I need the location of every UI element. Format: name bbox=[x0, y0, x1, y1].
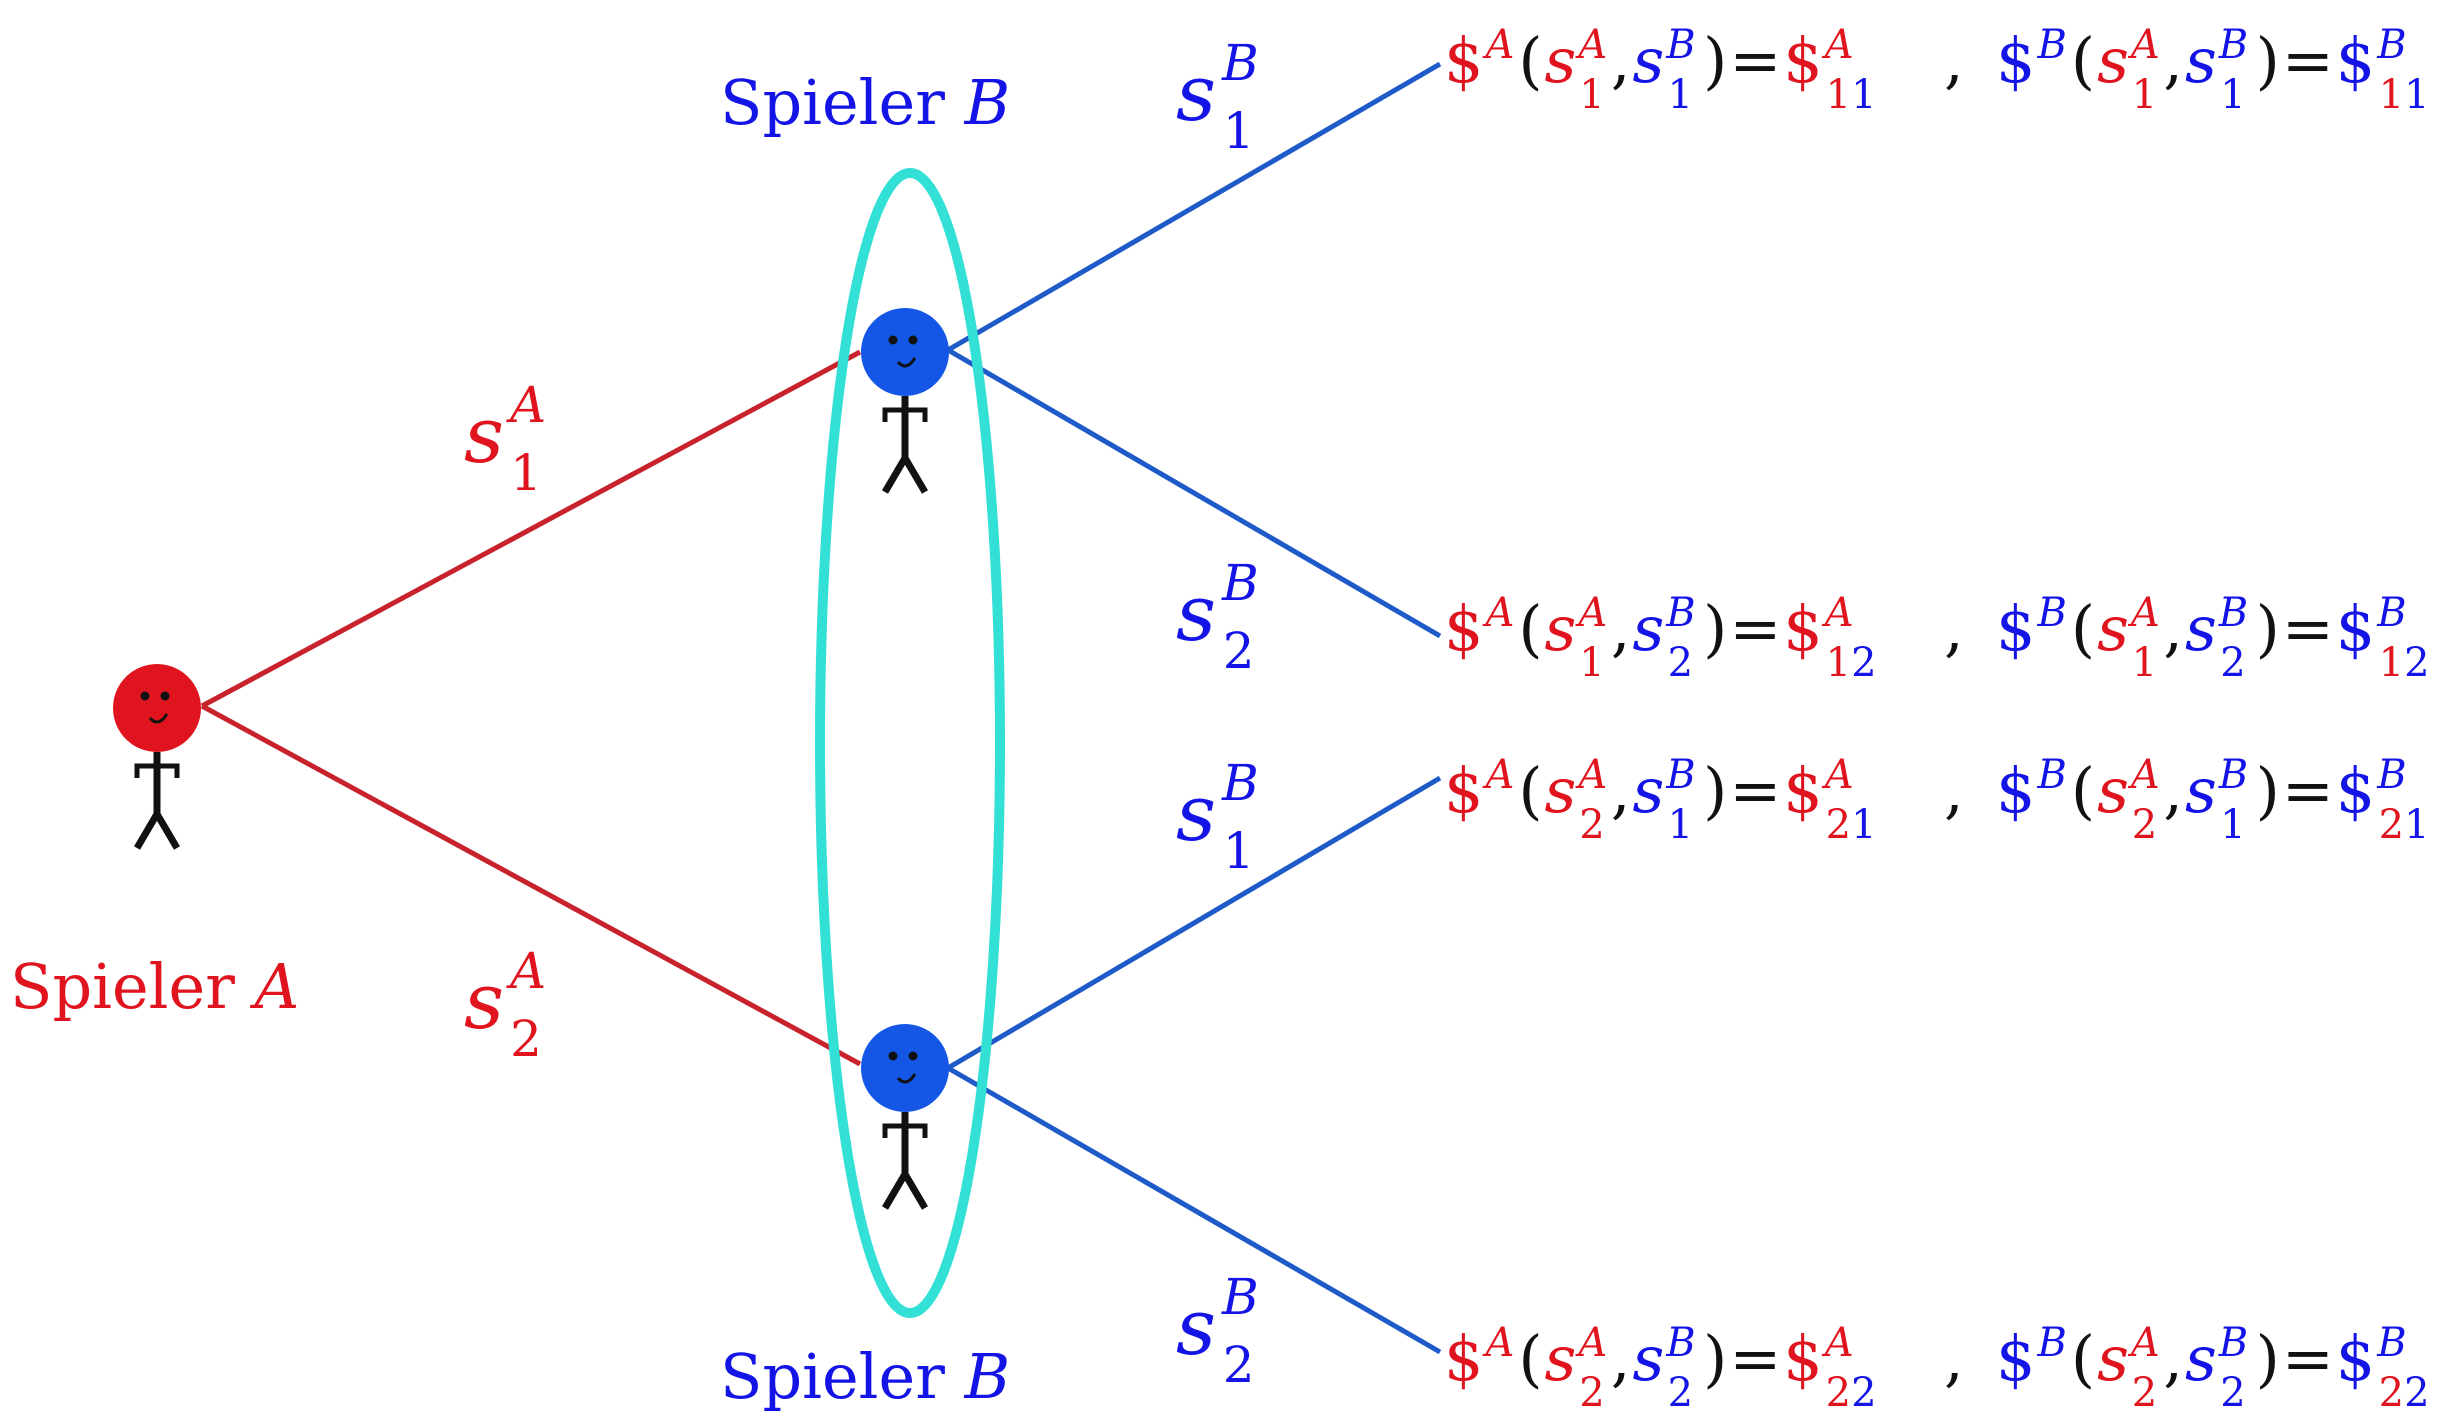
player-b-label-top: Spieler B bbox=[720, 66, 1010, 139]
edge-a-strategy-2 bbox=[200, 703, 862, 1067]
player-a-label: Spieler A bbox=[10, 950, 299, 1023]
edge-b-lower-strategy-2 bbox=[946, 1065, 1442, 1355]
player-b-upper-icon bbox=[861, 308, 949, 494]
player-a-icon bbox=[113, 664, 201, 850]
payoff-separator: , bbox=[1944, 24, 1964, 97]
payoff-separator: , bbox=[1944, 1322, 1964, 1395]
edge-b-lower-strategy-1 bbox=[946, 775, 1442, 1071]
information-set-ellipse bbox=[815, 168, 1005, 1318]
edge-b-upper-strategy-2 bbox=[946, 347, 1442, 639]
payoff-separator: , bbox=[1944, 754, 1964, 827]
edge-b-upper-strategy-1 bbox=[946, 61, 1442, 353]
edge-a-strategy-1 bbox=[200, 349, 862, 709]
player-b-label-bottom: Spieler B bbox=[720, 1340, 1010, 1413]
player-b-lower-icon bbox=[861, 1024, 949, 1210]
payoff-separator: , bbox=[1944, 592, 1964, 665]
